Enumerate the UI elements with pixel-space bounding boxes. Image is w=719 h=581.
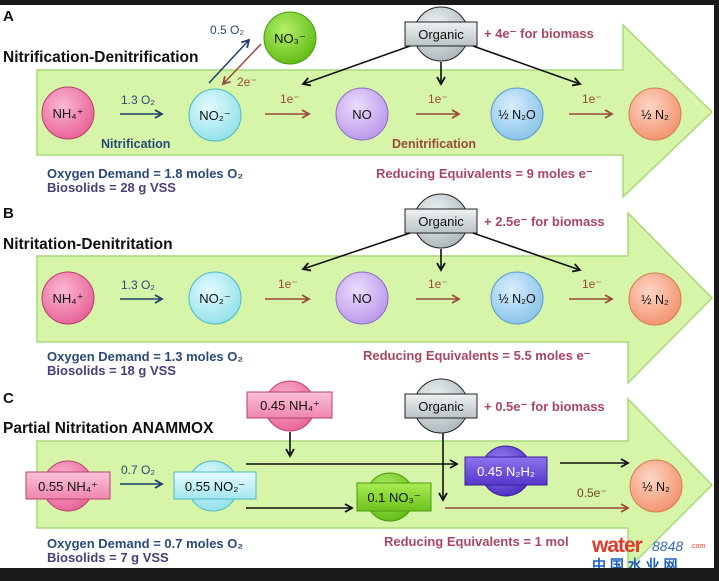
svg-text:NO: NO: [352, 291, 372, 306]
organic-label: Organic: [418, 214, 464, 229]
svg-text:NH₄⁺: NH₄⁺: [53, 106, 84, 121]
n2h2-label: 0.45 N₂H₂: [477, 464, 535, 479]
oxygen-demand: Oxygen Demand = 0.7 moles O₂: [47, 536, 243, 551]
svg-text:½ N₂: ½ N₂: [641, 293, 669, 307]
denitrification-label: Denitrification: [392, 137, 476, 151]
organic-box: [404, 393, 478, 419]
biomass-note: + 2.5e⁻ for biomass: [484, 214, 605, 229]
nitrification-label: Nitrification: [101, 137, 170, 151]
diagram-canvas: A Nitrification-Denitrification Organic …: [0, 5, 714, 573]
svg-text:NH₄⁺: NH₄⁺: [53, 291, 84, 306]
nh4-top-box: [246, 391, 333, 419]
step-label-3: 1e⁻: [428, 277, 448, 291]
reducing-equivalents: Reducing Equivalents = 5.5 moles e⁻: [363, 348, 591, 363]
svg-text:NO₂⁻: NO₂⁻: [199, 108, 230, 123]
no2-box: [173, 471, 257, 500]
organic-arrow-to-n2: [472, 45, 582, 87]
panel-c-letter: C: [3, 390, 14, 407]
n2h2-box: [464, 456, 548, 486]
step-label-4: 1e⁻: [582, 92, 602, 106]
node-n2: ½ N₂: [628, 272, 682, 326]
watermark-number: 8848: [652, 538, 683, 554]
step-label-2: 1e⁻: [280, 92, 300, 106]
organic-box: [404, 208, 478, 234]
no2-label: 0.55 NO₂⁻: [185, 479, 245, 494]
biosolids: Biosolids = 18 g VSS: [47, 363, 176, 378]
panel-b-title: Nitritation-Denitritation: [3, 236, 173, 253]
oxygen-demand: Oxygen Demand = 1.8 moles O₂: [47, 166, 243, 181]
no2-to-no3-arrow: [208, 38, 251, 84]
reducing-equivalents: Reducing Equivalents = 9 moles e⁻: [376, 166, 593, 181]
biomass-note: + 0.5e⁻ for biomass: [484, 399, 605, 414]
no3-label: 0.1 NO₃⁻: [367, 490, 420, 505]
side-up-label: 0.5 O₂: [210, 23, 244, 37]
organic-arrow-to-no: [301, 232, 411, 272]
organic-label: Organic: [418, 399, 464, 414]
nh4-in-label: 0.55 NH₄⁺: [38, 479, 98, 494]
no3-to-no2-arrow: [221, 43, 262, 86]
svg-text:NO₂⁻: NO₂⁻: [199, 291, 230, 306]
step-label-1: 1.3 O₂: [121, 278, 155, 292]
no3-box: [356, 482, 432, 512]
svg-text:½ N₂O: ½ N₂O: [498, 108, 536, 122]
panel-b: B Nitritation-Denitritation Organic + 2.…: [3, 193, 714, 385]
panel-b-letter: B: [3, 205, 14, 222]
node-no: NO: [335, 271, 389, 325]
step-label-1: 0.7 O₂: [121, 463, 155, 477]
step-label-2: 1e⁻: [278, 277, 298, 291]
biosolids: Biosolids = 28 g VSS: [47, 180, 176, 195]
no3-label: NO₃⁻: [274, 31, 306, 46]
watermark-com: .com: [690, 543, 705, 550]
nitrogen-pathways-diagram: A Nitrification-Denitrification Organic …: [3, 6, 714, 573]
organic-label: Organic: [418, 27, 464, 42]
organic-arrow-to-no: [301, 45, 411, 87]
svg-text:½ N₂: ½ N₂: [642, 480, 670, 494]
side-down-label: 2e⁻: [237, 75, 257, 89]
step-label-1: 1.3 O₂: [121, 93, 155, 107]
watermark-cn: 中 国 水 业 网: [592, 557, 678, 568]
svg-text:NO: NO: [352, 107, 372, 122]
node-no2: NO₂⁻: [188, 88, 242, 142]
nh4-top-label: 0.45 NH₄⁺: [260, 398, 320, 413]
step-label-4: 1e⁻: [582, 277, 602, 291]
nh4-in-box: [25, 471, 111, 500]
node-n2o: ½ N₂O: [490, 87, 544, 141]
watermark-brand: water: [591, 534, 643, 557]
panel-c: C Partial Nitritation ANAMMOX Organic + …: [3, 378, 714, 571]
svg-text:½ N₂: ½ N₂: [641, 108, 669, 122]
biomass-note: + 4e⁻ for biomass: [484, 26, 594, 41]
reducing-equivalents: Reducing Equivalents = 1 mol: [384, 534, 569, 549]
node-n2o: ½ N₂O: [490, 271, 544, 325]
step-label-3: 1e⁻: [428, 92, 448, 106]
biosolids: Biosolids = 7 g VSS: [47, 550, 169, 565]
panel-a: A Nitrification-Denitrification Organic …: [3, 6, 714, 199]
panel-a-letter: A: [3, 8, 14, 25]
node-n2: ½ N₂: [629, 459, 683, 513]
panel-c-title: Partial Nitritation ANAMMOX: [3, 420, 214, 437]
oxygen-demand: Oxygen Demand = 1.3 moles O₂: [47, 349, 243, 364]
svg-text:½ N₂O: ½ N₂O: [498, 292, 536, 306]
node-no2: NO₂⁻: [188, 271, 242, 325]
node-nh4: NH₄⁺: [41, 271, 95, 325]
step-label-2: 0.5e⁻: [577, 486, 607, 500]
organic-box: [404, 21, 478, 47]
panel-a-title: Nitrification-Denitrification: [3, 49, 198, 66]
no3-node: [263, 11, 317, 65]
node-n2: ½ N₂: [628, 87, 682, 141]
organic-arrow-to-n2: [472, 232, 582, 273]
node-nh4: NH₄⁺: [41, 86, 95, 140]
node-no: NO: [335, 87, 389, 141]
